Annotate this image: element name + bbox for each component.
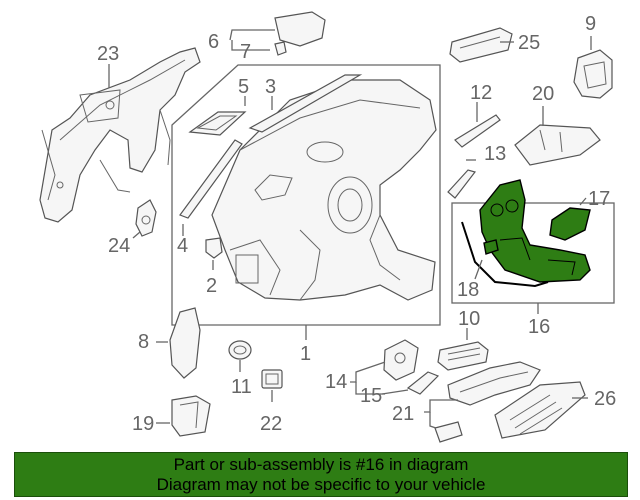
part-4-side-trim[interactable] — [179, 139, 243, 219]
callout-13: 13 — [484, 143, 506, 165]
highlight-note-line-2: Diagram may not be specific to your vehi… — [156, 475, 486, 494]
part-26-control-unit[interactable] — [494, 381, 586, 439]
part-2-clip[interactable] — [205, 237, 223, 259]
part-20-cover[interactable] — [514, 124, 601, 166]
part-10-vent[interactable] — [437, 341, 489, 371]
callout-21: 21 — [392, 403, 414, 425]
part-1-group-outline — [171, 64, 441, 326]
part-13-trim[interactable] — [447, 169, 477, 199]
part-21-switch[interactable] — [434, 421, 463, 443]
callout-6: 6 — [208, 31, 219, 53]
callout-10: 10 — [458, 308, 480, 330]
part-9-side-panel[interactable] — [573, 49, 613, 99]
part-1-instrument-panel[interactable] — [211, 79, 437, 301]
callout-17: 17 — [588, 188, 610, 210]
callout-20: 20 — [532, 83, 554, 105]
callout-12: 12 — [470, 82, 492, 104]
part-3-trim-strip[interactable] — [248, 74, 363, 133]
part-16-group-outline — [451, 202, 615, 304]
callout-4: 4 — [177, 235, 188, 257]
callout-26: 26 — [594, 388, 616, 410]
part-24-bracket[interactable] — [135, 199, 157, 237]
part-19-bracket[interactable] — [171, 395, 211, 437]
callout-9: 9 — [585, 13, 596, 35]
part-5-vent[interactable] — [188, 111, 247, 136]
callout-14: 14 — [325, 371, 347, 393]
highlight-note-line-1: Part or sub-assembly is #16 in diagram — [173, 455, 469, 474]
part-25-switch-module[interactable] — [449, 27, 513, 63]
callout-2: 2 — [206, 275, 217, 297]
highlight-note-banner: Part or sub-assembly is #16 in diagram D… — [14, 452, 628, 497]
part-16-center-console[interactable] — [479, 179, 591, 283]
part-11-ring[interactable] — [228, 340, 252, 360]
callout-8: 8 — [138, 331, 149, 353]
callout-22: 22 — [260, 413, 282, 435]
callout-18: 18 — [457, 279, 479, 301]
part-22-switch[interactable] — [261, 369, 283, 389]
part-8-side-trim[interactable] — [169, 307, 201, 379]
callout-7: 7 — [240, 41, 251, 63]
callout-25: 25 — [518, 32, 540, 54]
part-15-switch[interactable] — [406, 371, 440, 395]
part-6-cover[interactable] — [274, 11, 326, 47]
callout-15: 15 — [360, 385, 382, 407]
callout-3: 3 — [265, 76, 276, 98]
parts-diagram: 23 24 1 5 3 4 2 — [39, 11, 616, 443]
callout-1: 1 — [300, 343, 311, 365]
callout-23: 23 — [97, 43, 119, 65]
part-14-switch-panel[interactable] — [383, 339, 419, 381]
callout-5: 5 — [238, 76, 249, 98]
callout-24: 24 — [108, 235, 130, 257]
callout-11: 11 — [231, 376, 252, 398]
callout-19: 19 — [132, 413, 154, 435]
part-17-lid[interactable] — [549, 207, 591, 241]
part-23-cross-car-beam[interactable] — [39, 47, 201, 223]
part-12-trim[interactable] — [454, 114, 501, 148]
callout-16: 16 — [528, 316, 550, 338]
part-18-seal-strip[interactable] — [461, 221, 549, 288]
part-7-clip[interactable] — [274, 41, 287, 56]
